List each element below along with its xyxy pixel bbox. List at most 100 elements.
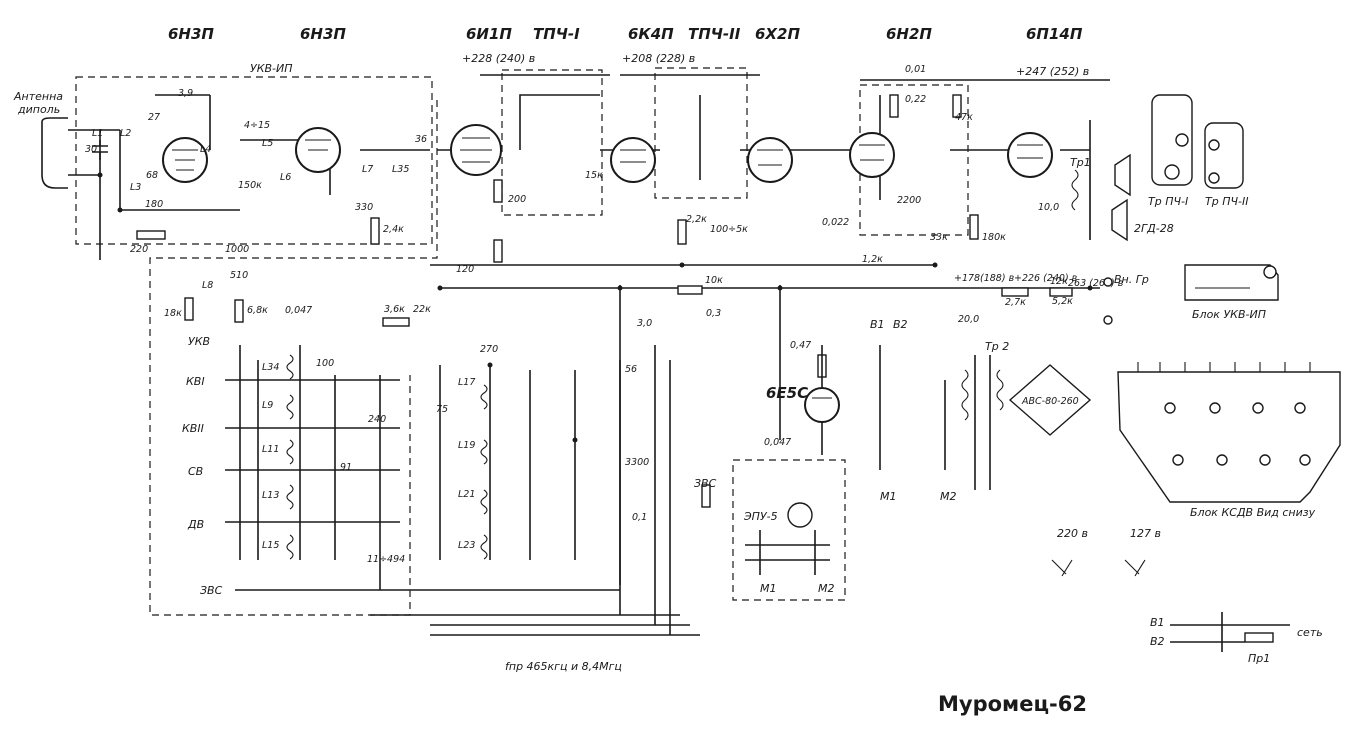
ksdv-core-l22 [1216, 454, 1228, 466]
mains-selector-contacts [1051, 559, 1146, 577]
band-coil-wires [239, 345, 381, 590]
voltage-label-178: +178 [954, 273, 980, 284]
diagram-title: Муромец-62 [938, 692, 1087, 716]
speaker-label: 2ГД-28 [1134, 222, 1174, 235]
tube-label-v4: 6К4П [628, 25, 674, 43]
antenna-label-line1: Антенна [13, 90, 63, 103]
ext-speaker-jack-1 [1103, 277, 1113, 287]
power-tr-label: Тр 2 [985, 340, 1009, 353]
vertical-bus-wires [619, 285, 671, 635]
value-5-2k: 5,2к [1052, 296, 1073, 307]
value-0-47: 0,47 [790, 340, 811, 351]
ksdv-core-l11 [1252, 402, 1264, 414]
6n2p-outline [859, 84, 969, 236]
mains-label: сеть [1297, 626, 1323, 639]
tpch2-core-a [1208, 139, 1220, 151]
transformer-label-tpch1: ТПЧ-I [533, 25, 580, 43]
if-frequency-note: fпр 465кгц и 8,4Мгц [505, 660, 622, 673]
tube-electrodes [172, 137, 1043, 399]
ukv-block-caption: Блок УКВ-ИП [1192, 308, 1266, 321]
band-switch-wires [225, 379, 400, 523]
coil-label-l7: L7 [362, 164, 373, 175]
coil-label-l2: L2 [120, 128, 131, 139]
ukv-block-drawing [1184, 264, 1279, 301]
tpch1-core-b [1175, 133, 1189, 147]
mains-127-label: 127 в [1130, 527, 1161, 540]
epu-outline [732, 459, 846, 601]
resistor-180k [969, 214, 979, 240]
resistor-10k [677, 285, 703, 295]
tr-pch1-label: Тр ПЧ-I [1148, 195, 1188, 208]
ksdv-core-l10 [1294, 402, 1306, 414]
value-2-7k: 2,7к [1005, 297, 1026, 308]
tube-label-v8: 6Е5С [766, 384, 808, 402]
coil-label-l8: L8 [202, 280, 213, 291]
tpch2-core-b [1208, 172, 1220, 184]
resistor-220 [136, 230, 166, 240]
mains-switch-v1: В1 [1150, 616, 1165, 629]
fuse-symbol [1244, 632, 1274, 643]
rectifier-label: АВС-80-260 [1021, 396, 1079, 407]
value-2-4k: 2,4к [383, 224, 404, 235]
resistor-510k [701, 484, 711, 508]
ukv-block-knob [1263, 265, 1277, 279]
coil-label-l4: L4 [200, 144, 211, 155]
coil-label-l21: L21 [458, 489, 475, 500]
mains-switch-v2: В2 [1150, 635, 1165, 648]
resistor-6n2p-plate [889, 94, 899, 118]
ksdv-core-l15 [1164, 402, 1176, 414]
value-200: 200 [508, 194, 526, 205]
tube-label-v2: 6Н3П [300, 25, 346, 43]
value-330: 330 [355, 202, 373, 213]
switch-label-v2: В2 [893, 318, 908, 331]
value-3-0: 3,0 [637, 318, 652, 329]
value-0-047: 0,047 [285, 305, 312, 316]
motor-label-m2: М2 [940, 490, 957, 503]
value-33k: 33к [930, 232, 948, 243]
value-0-047-eye: 0,047 [764, 437, 791, 448]
ksdv-block-caption: Блок КСДВ Вид снизу [1190, 506, 1316, 519]
resistor-12k [1049, 287, 1073, 297]
tube-label-v6: 6Н2П [886, 25, 932, 43]
value-12k: 12к [1050, 276, 1068, 287]
value-20-0: 20,0 [958, 314, 979, 325]
ksdv-core-l13 [1209, 402, 1221, 414]
value-120: 120 [456, 264, 474, 275]
coil-label-l34: L34 [262, 362, 279, 373]
value-3-6k: 3,6к [384, 304, 405, 315]
value-11-494: 11÷494 [367, 554, 405, 565]
value-1-2k: 1,2к [862, 254, 883, 265]
fuse-label: Пр1 [1248, 652, 1270, 665]
resistor-6-8k [234, 299, 244, 323]
band-label-kv1: КВI [186, 375, 205, 388]
heterodyne-coil-wires [439, 360, 621, 585]
wire-rf-chain [155, 94, 430, 195]
value-1000: 1000 [225, 244, 249, 255]
resistor-3-6k [382, 317, 410, 327]
value-68: 68 [146, 170, 158, 181]
value-91: 91 [340, 462, 352, 473]
value-56: 56 [625, 364, 637, 375]
resistor-2-7k [1001, 287, 1029, 297]
band-label-ukv: УКВ [188, 335, 210, 348]
coil-label-l15: L15 [262, 540, 279, 551]
value-0-01: 0,01 [905, 64, 926, 75]
ext-speaker-jack-2 [1103, 315, 1113, 325]
motor-label-m1: М1 [880, 490, 897, 503]
voltage-label-v4: +208 (228) в [622, 52, 695, 65]
coil-label-l11: L11 [262, 444, 279, 455]
tpch1-outline [501, 69, 603, 216]
value-18k: 18к [164, 308, 182, 319]
capacitor-30 [92, 140, 108, 160]
epu-m2-label: М2 [818, 582, 835, 595]
band-coil-windings [286, 354, 294, 560]
resistor-47k [952, 94, 962, 118]
transformer-label-tpch2: ТПЧ-II [688, 25, 741, 43]
epu-label: ЭПУ-5 [743, 510, 778, 523]
value-27: 27 [148, 112, 160, 123]
tpch1-topview [1151, 94, 1193, 186]
wire-antenna-input [68, 129, 240, 260]
tube-6e5s [804, 387, 840, 423]
tube-6n2p [849, 132, 895, 178]
mains-switch-wires [1170, 612, 1290, 652]
